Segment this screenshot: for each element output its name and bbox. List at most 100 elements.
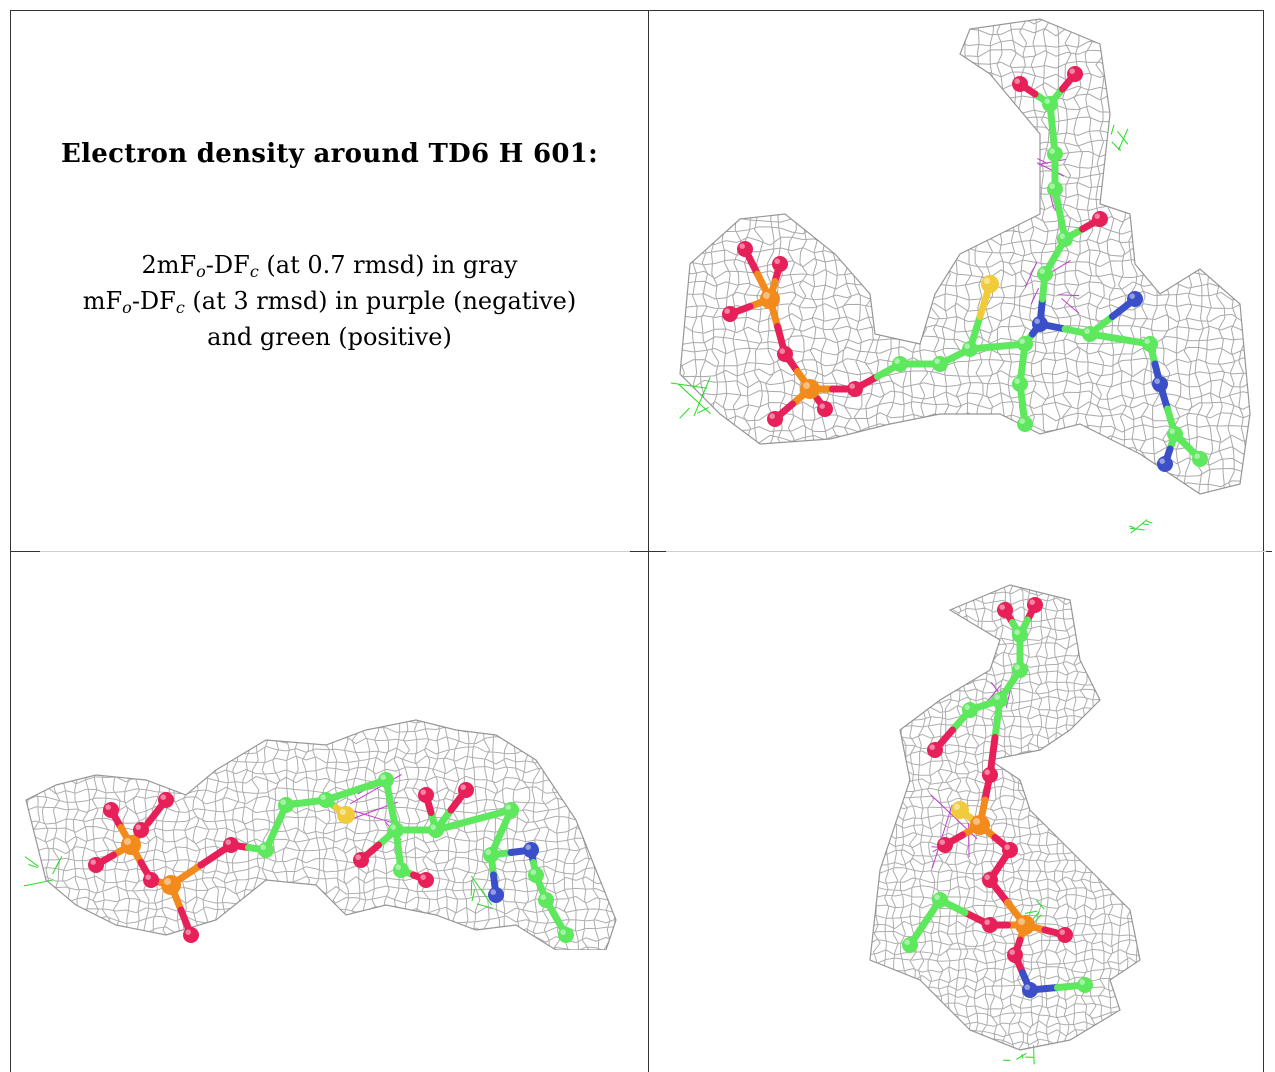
oxygen-atom [777, 346, 793, 362]
carbon-atom [1142, 336, 1158, 352]
carbon-atom [1012, 376, 1028, 392]
oxygen-atom [418, 787, 434, 803]
oxygen-atom [158, 792, 174, 808]
carbon-atom [558, 927, 574, 943]
sulfur-atom [981, 275, 999, 293]
carbon-atom [503, 802, 519, 818]
oxygen-atom [353, 852, 369, 868]
density-view-bottom-left [16, 690, 636, 950]
density-mesh-gray-outline [679, 18, 1251, 495]
divider-tick-middle [630, 551, 666, 552]
nitrogen-atom [1127, 291, 1143, 307]
oxygen-atom [772, 256, 788, 272]
carbon-atom [1057, 231, 1073, 247]
nitrogen-atom [1157, 456, 1173, 472]
oxygen-atom [143, 872, 159, 888]
carbon-atom [1012, 662, 1028, 678]
carbon-atom [483, 847, 499, 863]
carbon-atom [1012, 627, 1028, 643]
oxygen-atom [1007, 947, 1023, 963]
divider-tick-right [1266, 551, 1272, 552]
density-view-bottom-right [840, 580, 1160, 1070]
carbon-atom [278, 797, 294, 813]
phosphorus-atom [800, 379, 820, 399]
oxygen-atom [817, 401, 833, 417]
oxygen-atom [1067, 66, 1083, 82]
phosphorus-atom [760, 289, 780, 309]
molecule-render-bottom-right [869, 584, 1141, 1065]
oxygen-atom [982, 872, 998, 888]
oxygen-atom [937, 837, 953, 853]
positive-density-mesh [1003, 1045, 1035, 1065]
carbon-atom [902, 937, 918, 953]
carbon-atom [428, 822, 444, 838]
negative-density-mesh [348, 773, 402, 841]
caption-cell: Electron density around TD6 H 601: 2mFo-… [11, 11, 648, 551]
oxygen-atom [1012, 76, 1028, 92]
nitrogen-atom [1032, 316, 1048, 332]
density-mesh-gray [26, 720, 616, 950]
carbon-atom [1017, 336, 1033, 352]
carbon-atom [388, 822, 404, 838]
carbon-atom [258, 842, 274, 858]
oxygen-atom [418, 872, 434, 888]
negative-density-mesh [1024, 260, 1080, 314]
oxygen-atom [722, 306, 738, 322]
phosphorus-atom [1015, 915, 1035, 935]
caption-title: Electron density around TD6 H 601: [60, 139, 599, 169]
oxygen-atom [1092, 211, 1108, 227]
caption-line-fofc: mFo-DFc (at 3 rmsd) in purple (negative) [82, 287, 577, 317]
density-mesh-gray [870, 585, 1140, 1050]
carbon-atom [1017, 416, 1033, 432]
phosphorus-atom [121, 835, 141, 855]
density-mesh-gray-outline [25, 719, 617, 950]
oxygen-atom [133, 822, 149, 838]
molecule-render-top-right [670, 18, 1251, 534]
caption-line-positive: and green (positive) [207, 323, 452, 351]
phosphorus-atom [970, 815, 990, 835]
density-view-top-right [660, 14, 1264, 548]
sulfur-atom [951, 801, 969, 819]
oxygen-atom [183, 927, 199, 943]
carbon-atom [1192, 451, 1208, 467]
carbon-atom [1047, 146, 1063, 162]
nitrogen-atom [523, 842, 539, 858]
vertical-divider [648, 10, 649, 1072]
oxygen-atom [997, 602, 1013, 618]
nitrogen-atom [488, 887, 504, 903]
carbon-atom [932, 356, 948, 372]
figure-grid [10, 10, 1264, 1072]
oxygen-atom [927, 742, 943, 758]
carbon-atom [528, 867, 544, 883]
carbon-atom [1037, 266, 1053, 282]
positive-density-mesh [23, 856, 63, 887]
molecule-render-bottom-left [23, 719, 617, 950]
sulfur-atom [337, 806, 355, 824]
positive-density-mesh [1110, 124, 1129, 152]
oxygen-atom [767, 411, 783, 427]
negative-density-mesh [930, 794, 978, 869]
oxygen-atom [737, 241, 753, 257]
oxygen-atom [982, 917, 998, 933]
caption-description: 2mFo-DFc (at 0.7 rmsd) in gray mFo-DFc (… [11, 247, 648, 355]
oxygen-atom [88, 857, 104, 873]
oxygen-atom [1002, 842, 1018, 858]
carbon-atom [932, 892, 948, 908]
caption-line-2fofc: 2mFo-DFc (at 0.7 rmsd) in gray [141, 251, 518, 281]
nitrogen-atom [1022, 982, 1038, 998]
carbon-atom [962, 341, 978, 357]
carbon-atom [1042, 96, 1058, 112]
oxygen-atom [1057, 927, 1073, 943]
carbon-atom [1167, 426, 1183, 442]
oxygen-atom [847, 381, 863, 397]
nitrogen-atom [1152, 376, 1168, 392]
phosphorus-atom [161, 875, 181, 895]
divider-tick-left [10, 551, 40, 552]
carbon-atom [1077, 977, 1093, 993]
carbon-atom [992, 692, 1008, 708]
carbon-atom [1047, 181, 1063, 197]
oxygen-atom [223, 837, 239, 853]
positive-density-mesh [670, 377, 711, 419]
oxygen-atom [982, 767, 998, 783]
positive-density-mesh [1129, 519, 1153, 534]
